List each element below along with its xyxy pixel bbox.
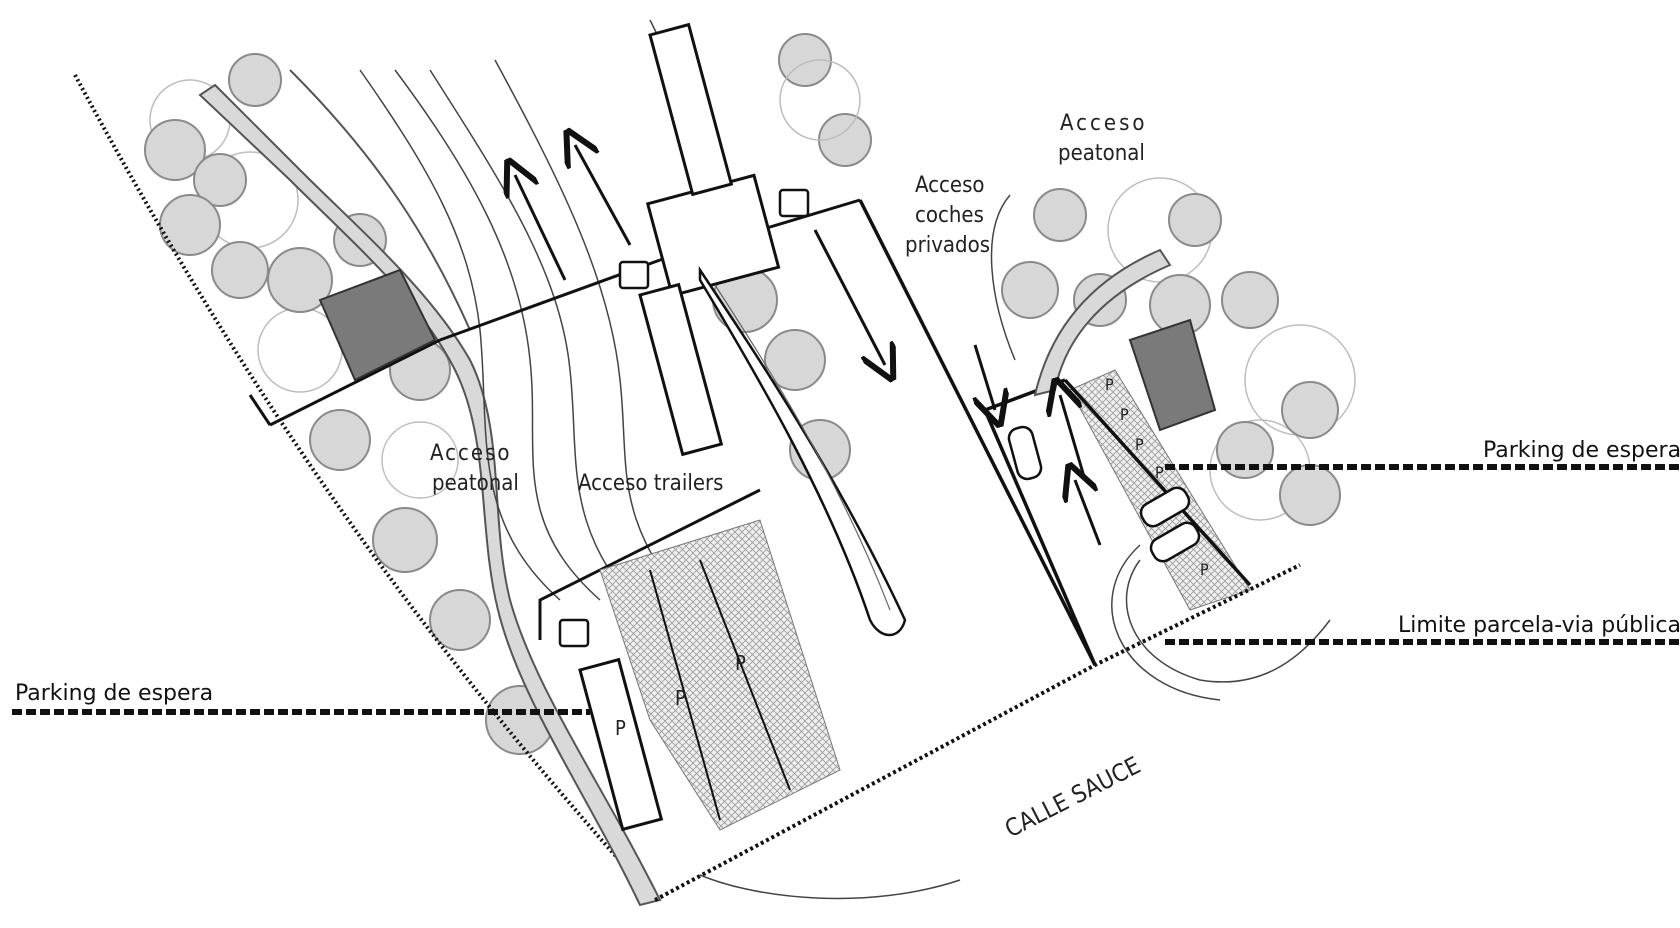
callout-limite: Limite parcela-via pública (1398, 613, 1680, 638)
parking-mark: P (735, 651, 746, 675)
parking-marks: P P P P P P P P (615, 375, 1209, 740)
label-calle-sauce: CALLE SAUCE (1000, 751, 1144, 843)
label-acceso-peatonal-left-2: peatonal (432, 471, 519, 496)
parking-mark: P (675, 686, 686, 710)
building-right (1128, 318, 1217, 432)
boundary-left (73, 74, 657, 902)
parking-mark: P (1120, 405, 1129, 424)
parking-mark: P (1200, 560, 1209, 579)
label-acceso-trailers: Acceso trailers (578, 471, 723, 496)
parking-area-main (599, 519, 841, 831)
callout-parking-espera-left: Parking de espera (15, 681, 213, 706)
vehicles (558, 188, 1201, 648)
callout-parking-espera-right: Parking de espera (1483, 438, 1680, 463)
trailer-bays (578, 22, 734, 832)
trees-left (144, 53, 555, 755)
footpath-strip (198, 83, 662, 907)
private-access-block (858, 199, 1252, 666)
label-acceso-peatonal-top-2: peatonal (1058, 141, 1145, 166)
building-left (318, 268, 437, 382)
traffic-arrows (515, 145, 1102, 546)
label-acceso-peatonal-top-1: Acceso (1060, 111, 1148, 136)
parking-mark: P (615, 716, 626, 740)
callout-leaders (12, 464, 1680, 715)
parking-mark: P (1155, 463, 1164, 482)
label-acceso-coches-3: privados (905, 233, 990, 258)
central-island (698, 265, 907, 637)
parking-mark: P (1135, 435, 1144, 454)
label-acceso-peatonal-left-1: Acceso (430, 441, 512, 466)
boundary-street (654, 563, 1301, 902)
trees-right (1001, 177, 1356, 526)
label-acceso-coches-2: coches (915, 203, 984, 228)
parking-mark: P (1105, 375, 1114, 394)
label-acceso-coches-1: Acceso (915, 173, 985, 198)
parking-area-right (1069, 369, 1251, 611)
